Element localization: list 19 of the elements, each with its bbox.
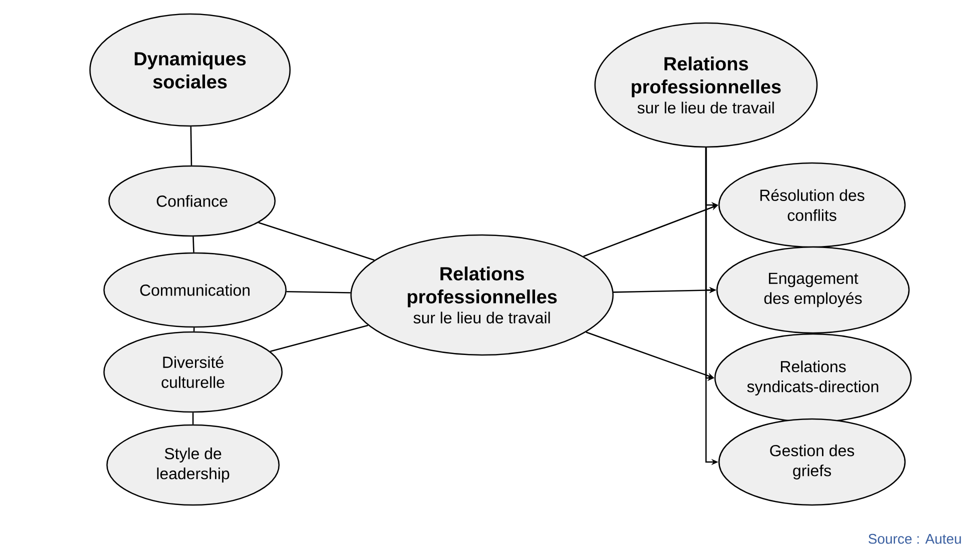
connector [190,126,192,166]
ellipse-node: Confiance [108,165,276,237]
connector [286,290,350,294]
connector [270,324,368,352]
source-note: Source : Auteu [868,534,961,544]
connector [258,222,375,261]
ellipse-node: Gestion des griefs [718,418,906,506]
ellipse-node: Diversité culturelle [103,331,283,413]
connector [193,328,195,332]
ellipse-node: Relations professionnelles sur le lieu de travail [594,22,818,148]
ellipse-node: Dynamiques sociales [89,13,291,127]
ellipse-node: Style de leadership [106,424,280,506]
ellipse-node: Engagement des employés [716,246,910,334]
connector [192,236,194,252]
ellipse-node: Résolution des conflits [718,162,906,248]
ellipse-node: Communication [103,252,287,328]
connector [192,412,194,424]
ellipse-node: Relations professionnelles sur le lieu de travail [350,234,614,356]
ellipse-node: Relations syndicats-direction [714,333,912,423]
